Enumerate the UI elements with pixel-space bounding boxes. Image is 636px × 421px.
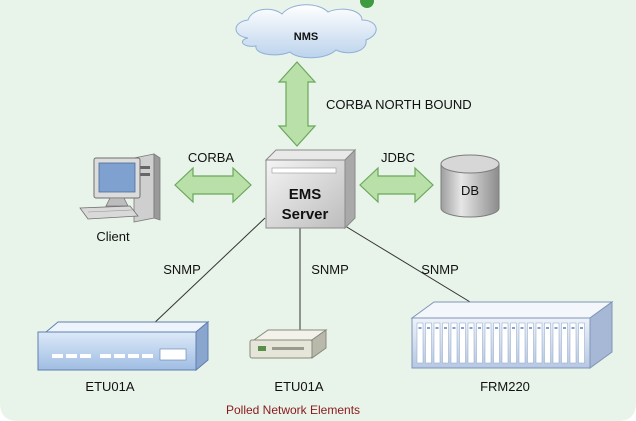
nms-cloud [235, 4, 377, 59]
frm220-label: FRM220 [480, 379, 530, 394]
etu01a-mid-label: ETU01A [274, 379, 323, 394]
frm220-slot [518, 322, 526, 364]
frm220-slot-led [537, 327, 541, 329]
frm220-slot-led [469, 327, 473, 329]
nms-label: NMS [294, 31, 318, 43]
db-cylinder [440, 154, 500, 218]
frm220-slot [527, 322, 534, 364]
frm220-slot [561, 322, 568, 364]
frm220-slot-led [503, 327, 507, 329]
jdbc-label: JDBC [381, 150, 415, 165]
frm220-slot-led [478, 327, 481, 329]
frm220-slot [476, 322, 483, 364]
northbound-label: CORBA NORTH BOUND [326, 97, 472, 112]
frm220-slot-led [444, 327, 447, 329]
frm220-slot [552, 322, 560, 364]
frm220-slot-led [486, 327, 490, 329]
frm220-slot [493, 322, 500, 364]
jdbc-arrow [359, 166, 434, 204]
frm220-slot-led [554, 327, 558, 329]
frm220-slot [535, 322, 543, 364]
client-computer [79, 153, 161, 223]
frm220-slot-led [512, 327, 515, 329]
frm220-slot-led [427, 327, 430, 329]
frm220-slot [578, 322, 585, 364]
frm220-slot [510, 322, 517, 364]
frm220-slot-led [571, 327, 575, 329]
corba-arrow [174, 166, 252, 204]
etu01a-rack-device [37, 320, 210, 372]
frm220-slot-led [452, 327, 456, 329]
northbound-arrow [277, 61, 317, 147]
frm220-slot [459, 322, 466, 364]
snmp-label-right: SNMP [421, 262, 459, 277]
frm220-slot-led [495, 327, 498, 329]
status-dot [360, 0, 374, 8]
client-label: Client [96, 229, 130, 244]
ems-server [264, 148, 357, 230]
frm220-slot-led [529, 327, 532, 329]
frm220-chassis [410, 301, 614, 369]
frm220-slot-led [418, 327, 422, 329]
frm220-slot-led [563, 327, 566, 329]
frm220-slots [416, 322, 585, 364]
frm220-slot [501, 322, 509, 364]
frm220-slot [433, 322, 441, 364]
frm220-slot-led [546, 327, 549, 329]
frm220-slot [416, 322, 424, 364]
frm220-slot [442, 322, 449, 364]
corba-label: CORBA [188, 150, 235, 165]
frm220-slot [467, 322, 475, 364]
ems-label-line1: EMS [289, 186, 322, 203]
etu01a-box-device [249, 329, 328, 359]
ems-label-line2: Server [282, 206, 329, 223]
snmp-line-right [331, 217, 481, 309]
frm220-slot-led [580, 327, 583, 329]
db-label: DB [461, 183, 479, 198]
frm220-slot-led [435, 327, 439, 329]
frm220-slot-led [461, 327, 464, 329]
etu01a-left-label: ETU01A [85, 379, 134, 394]
frm220-slot-led [520, 327, 524, 329]
frm220-slot [425, 322, 432, 364]
snmp-label-left: SNMP [163, 262, 201, 277]
frm220-slot [569, 322, 577, 364]
frm220-slot [450, 322, 458, 364]
frm220-slot [484, 322, 492, 364]
snmp-line-left [149, 217, 266, 328]
frm220-slot [544, 322, 551, 364]
polled-elements-caption: Polled Network Elements [226, 403, 360, 417]
snmp-label-mid: SNMP [311, 262, 349, 277]
